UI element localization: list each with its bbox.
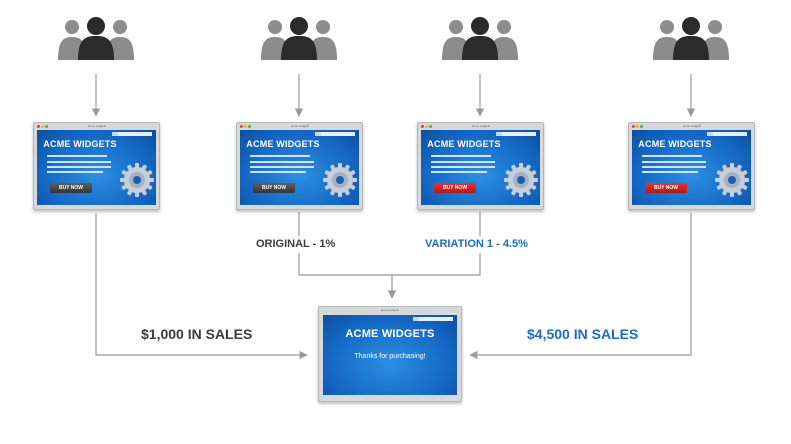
- text-placeholder-line: [250, 161, 314, 163]
- arrow-right-icon: [95, 213, 308, 360]
- original-conversion-label: ORIGINAL - 1%: [256, 238, 336, 250]
- buy-now-button: BUY NOW: [645, 183, 687, 193]
- text-placeholder-line: [250, 155, 310, 157]
- text-placeholder-line: [642, 161, 706, 163]
- buy-now-button: BUY NOW: [253, 183, 295, 193]
- text-placeholder-line: [642, 155, 702, 157]
- address-bar: acme widgets: [380, 308, 400, 312]
- buy-now-button: BUY NOW: [50, 183, 92, 193]
- text-placeholder-line: [431, 171, 487, 173]
- nav-bar: [321, 132, 355, 136]
- variation-sales-label: $4,500 IN SALES: [527, 326, 639, 342]
- text-placeholder-line: [642, 166, 706, 168]
- text-placeholder-line: [47, 171, 103, 173]
- minimize-dot-icon: [244, 125, 247, 128]
- maximize-dot-icon: [429, 125, 432, 128]
- text-placeholder-line: [250, 171, 306, 173]
- nav-bar: [118, 132, 152, 136]
- browser-title-bar: acme widgets: [237, 123, 362, 130]
- landing-page-browser-original: acme widgets ACME WIDGETS BUY NOW: [33, 122, 160, 210]
- variation-conversion-label: VARIATION 1 - 4.5%: [425, 238, 528, 250]
- browser-screen: ACME WIDGETS BUY NOW: [632, 130, 751, 205]
- close-dot-icon: [37, 125, 40, 128]
- text-placeholder-line: [47, 166, 111, 168]
- address-bar: acme widgets: [290, 124, 310, 128]
- browser-title-bar: acme widgets: [629, 123, 754, 130]
- people-group-icon: [58, 17, 134, 60]
- brand-name: ACME WIDGETS: [345, 328, 435, 340]
- minimize-dot-icon: [41, 125, 44, 128]
- browser-screen: ACME WIDGETS Thanks for purchasing!: [323, 315, 457, 395]
- maximize-dot-icon: [248, 125, 251, 128]
- gear-icon: [323, 163, 357, 197]
- nav-bar: [502, 132, 536, 136]
- browser-screen: ACME WIDGETS BUY NOW: [240, 130, 359, 205]
- text-placeholder-line: [47, 161, 111, 163]
- text-placeholder-line: [431, 166, 495, 168]
- browser-screen: ACME WIDGETS BUY NOW: [421, 130, 540, 205]
- nav-tab: [707, 132, 713, 136]
- minimize-dot-icon: [636, 125, 639, 128]
- brand-name: ACME WIDGETS: [43, 139, 117, 149]
- nav-bar: [419, 317, 453, 321]
- browser-title-bar: acme widgets: [319, 307, 461, 314]
- close-dot-icon: [632, 125, 635, 128]
- landing-page-browser-variation: acme widgets ACME WIDGETS BUY NOW: [628, 122, 755, 210]
- nav-tab: [496, 132, 502, 136]
- maximize-dot-icon: [45, 125, 48, 128]
- address-bar: acme widgets: [471, 124, 491, 128]
- buy-now-button: BUY NOW: [434, 183, 476, 193]
- gear-icon: [120, 163, 154, 197]
- brand-name: ACME WIDGETS: [427, 139, 501, 149]
- landing-page-browser-variation: acme widgets ACME WIDGETS BUY NOW: [417, 122, 544, 210]
- nav-bar: [713, 132, 747, 136]
- browser-screen: ACME WIDGETS BUY NOW: [37, 130, 156, 205]
- people-group-icon: [653, 17, 729, 60]
- connector-line: [298, 253, 481, 276]
- gear-icon: [504, 163, 538, 197]
- close-dot-icon: [421, 125, 424, 128]
- text-placeholder-line: [642, 171, 698, 173]
- close-dot-icon: [240, 125, 243, 128]
- thanks-message: Thanks for purchasing!: [354, 353, 426, 360]
- text-placeholder-line: [250, 166, 314, 168]
- brand-name: ACME WIDGETS: [246, 139, 320, 149]
- nav-tab: [413, 317, 419, 321]
- brand-name: ACME WIDGETS: [638, 139, 712, 149]
- gear-icon: [715, 163, 749, 197]
- browser-title-bar: acme widgets: [34, 123, 159, 130]
- arrow-left-icon: [469, 213, 692, 360]
- nav-tab: [315, 132, 321, 136]
- maximize-dot-icon: [640, 125, 643, 128]
- landing-page-browser-original: acme widgets ACME WIDGETS BUY NOW: [236, 122, 363, 210]
- original-sales-label: $1,000 IN SALES: [141, 326, 253, 342]
- address-bar: acme widgets: [682, 124, 702, 128]
- text-placeholder-line: [431, 161, 495, 163]
- nav-tab: [112, 132, 118, 136]
- text-placeholder-line: [431, 155, 491, 157]
- people-group-icon: [261, 17, 337, 60]
- people-group-icon: [442, 17, 518, 60]
- address-bar: acme widgets: [87, 124, 107, 128]
- minimize-dot-icon: [425, 125, 428, 128]
- thank-you-page-browser: acme widgets ACME WIDGETS Thanks for pur…: [318, 306, 462, 402]
- browser-title-bar: acme widgets: [418, 123, 543, 130]
- text-placeholder-line: [47, 155, 107, 157]
